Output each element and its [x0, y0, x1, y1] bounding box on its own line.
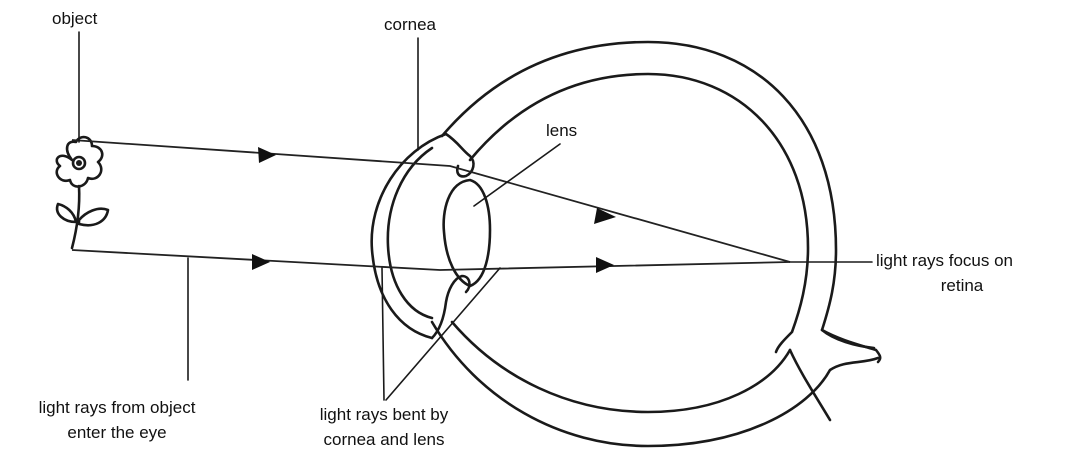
- label-bent-line2: cornea and lens: [324, 430, 445, 449]
- label-lens: lens: [546, 121, 577, 140]
- optic-nerve: [790, 330, 880, 420]
- label-object: object: [52, 9, 98, 28]
- flower-object-icon: [57, 137, 108, 248]
- label-enter-line2: enter the eye: [67, 423, 166, 442]
- eye-outline: [432, 42, 878, 446]
- label-focus-line2: retina: [941, 276, 984, 295]
- label-cornea: cornea: [384, 15, 437, 34]
- ray-arrow-icon: [252, 147, 616, 273]
- label-focus-line1: light rays focus on: [876, 251, 1013, 270]
- leader-lines: [79, 32, 560, 400]
- label-enter-line1: light rays from object: [39, 398, 196, 417]
- label-bent-line1: light rays bent by: [320, 405, 449, 424]
